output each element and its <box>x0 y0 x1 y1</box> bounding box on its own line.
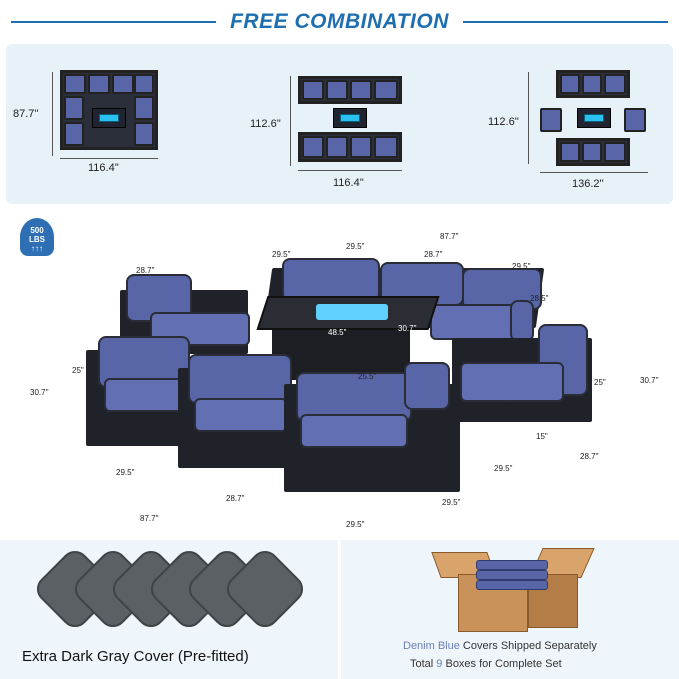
header-rule-right <box>462 21 668 23</box>
dim-right-seat: 25" <box>594 378 606 387</box>
dim-leg: 15" <box>536 432 548 441</box>
combo1-width: 116.4'' <box>88 162 119 174</box>
combo1-height: 87.7'' <box>13 108 39 120</box>
dim-top-a: 29.5" <box>272 250 291 259</box>
ship-color: Denim Blue <box>403 640 460 652</box>
dim-table-width: 48.5" <box>328 328 347 337</box>
dim-front-b: 28.7" <box>226 494 245 503</box>
dim-left-height: 30.7'' <box>30 388 49 397</box>
ship-note: Denim Blue Covers Shipped Separately <box>403 640 597 652</box>
total-count: 9 <box>436 658 443 670</box>
dim-table-depth: 30.7" <box>398 324 417 333</box>
dim-table-height: 25.5" <box>358 372 377 381</box>
dim-top-b: 29.5" <box>346 242 365 251</box>
dim-front-c: 29.5" <box>346 520 365 529</box>
up-arrows-icon: ↑↑↑ <box>31 244 43 253</box>
dim-front-a: 29.5" <box>116 468 135 477</box>
cover-label: Extra Dark Gray Cover (Pre-fitted) <box>22 648 249 665</box>
dim-right-depth: 28.7" <box>580 452 599 461</box>
dim-pillow: 28.5" <box>530 294 549 303</box>
dim-arm-depth: 28.7" <box>136 266 155 275</box>
dim-cushion: 4" <box>504 402 512 411</box>
badge-value: 500 <box>30 226 44 235</box>
total-boxes-note: Total 9 Boxes for Complete Set <box>410 658 562 670</box>
combo3-width: 136.2'' <box>572 178 604 190</box>
dim-right-width: 29.5" <box>494 464 513 473</box>
combo3-height: 112.6'' <box>488 116 519 128</box>
dim-top-c: 28.7" <box>424 250 443 259</box>
combo2-width: 116.4'' <box>333 177 364 189</box>
dim-front-d: 29.5" <box>442 498 461 507</box>
dim-left-seat: 25" <box>72 366 84 375</box>
badge-unit: LBS <box>29 235 45 244</box>
load-capacity-badge: 500 LBS ↑↑↑ <box>20 218 54 256</box>
ship-text: Covers Shipped Separately <box>462 640 597 652</box>
dim-top-total: 87.7" <box>440 232 459 241</box>
header-rule-left <box>11 21 217 23</box>
dim-front-total: 87.7" <box>140 514 159 523</box>
total-prefix: Total <box>410 658 437 670</box>
combo2-height: 112.6'' <box>250 118 281 130</box>
total-suffix: Boxes for Complete Set <box>442 658 562 670</box>
page-title: FREE COMBINATION <box>230 10 449 33</box>
header: FREE COMBINATION <box>0 0 679 44</box>
dim-top-d: 29.5" <box>512 262 531 271</box>
dim-right-height: 30.7'' <box>640 376 659 385</box>
